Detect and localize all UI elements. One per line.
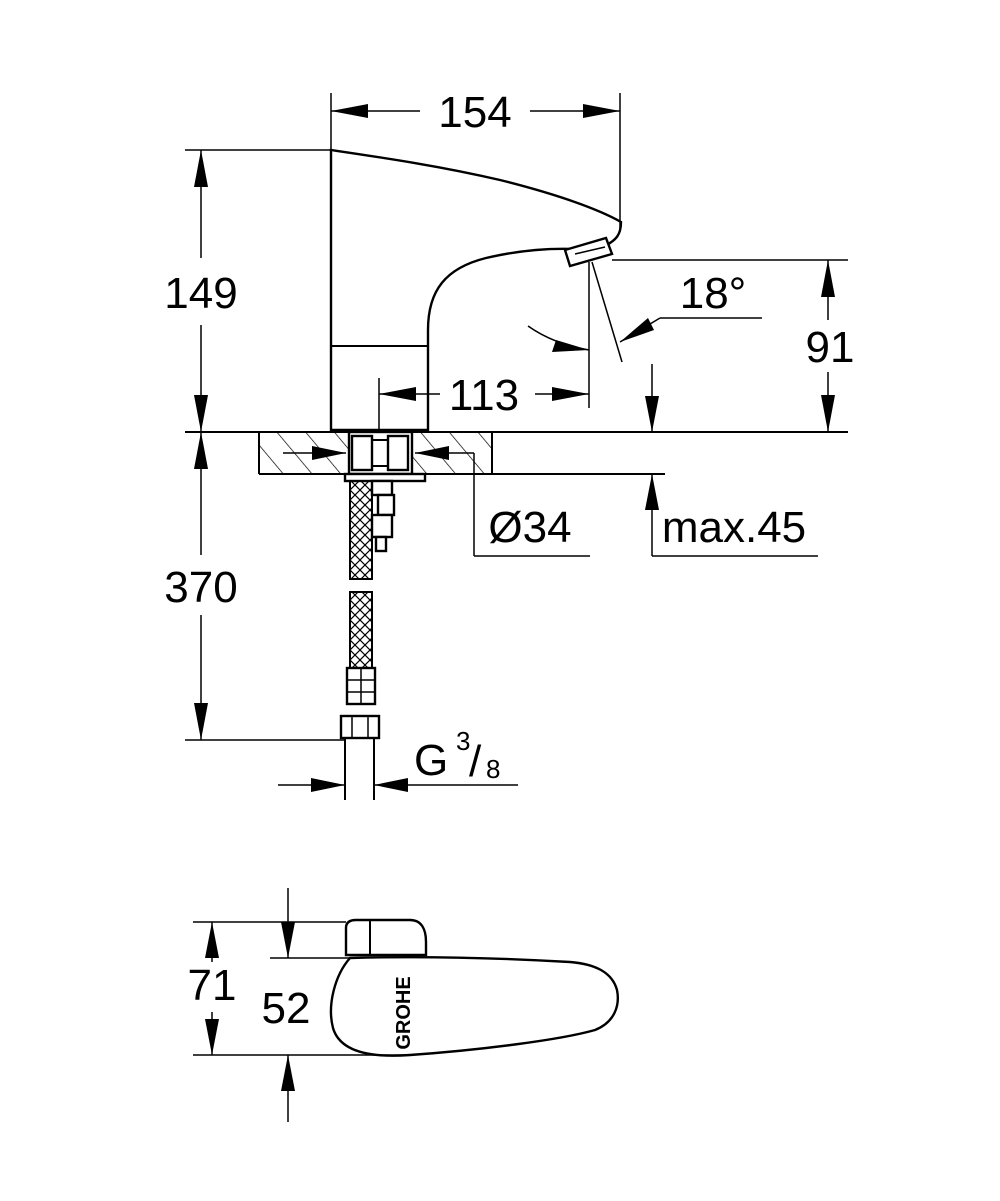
dim-label-thread-slash: / [469,737,482,786]
dim-label-154: 154 [438,88,511,137]
dim-hose-370: 370 [164,432,345,741]
dim-spout-height-91: 91 [612,259,855,432]
dim-label-370: 370 [164,563,237,612]
dim-depth-71: 71 [188,921,410,1056]
dim-label-18deg: 18° [680,269,747,318]
dim-width-154: 154 [330,88,621,232]
faucet-body [329,148,623,432]
dim-label-34: Ø34 [488,503,571,552]
supply-hose [339,480,381,800]
dim-label-113: 113 [449,371,519,420]
dim-label-52: 52 [262,984,311,1033]
dim-label-thread-den: 8 [486,754,500,784]
dim-label-max45: max.45 [662,503,806,552]
dim-label-thread-num: 3 [456,726,470,756]
top-view-sensor [344,918,428,957]
dim-label-71: 71 [188,961,237,1010]
top-view-body [329,956,619,1057]
dim-label-thread-g: G [414,736,448,785]
dim-angle-18: 18° [527,261,762,408]
dim-diameter-34: Ø34 [283,446,590,557]
dim-body-52: 52 [262,888,350,1122]
side-view: 154 149 91 18° [164,88,854,800]
aerator [563,236,614,268]
dim-label-91: 91 [806,323,855,372]
logo-mark: GROHE [393,976,415,1049]
dim-label-149: 149 [164,269,237,318]
top-view: GROHE 71 52 [188,888,619,1122]
dim-height-149: 149 [164,149,331,432]
dim-thread-g38: G 3 / 8 [278,726,518,792]
dim-reach-113: 113 [378,371,589,432]
dim-max-45: max.45 [645,364,818,557]
